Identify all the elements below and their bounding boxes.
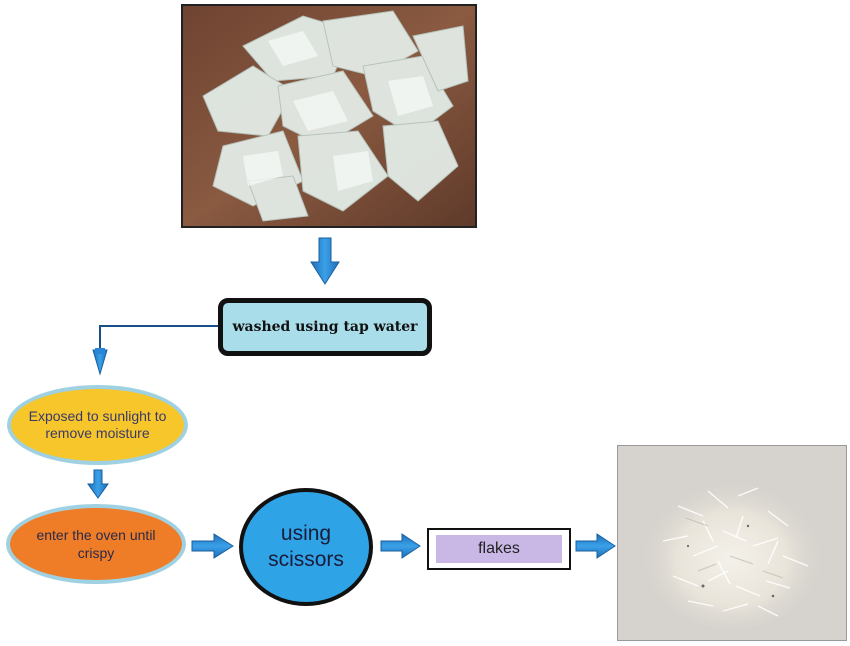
scissors-step-circle: using scissors (239, 488, 373, 606)
arrow-right-icon (191, 533, 234, 559)
plastic-flakes-photo (617, 445, 847, 641)
washed-step-label: washed using tap water (232, 319, 418, 335)
oven-step-label: enter the oven until crispy (36, 527, 156, 561)
arrow-down-icon (310, 237, 340, 285)
sunlight-step-label: Exposed to sunlight to remove moisture (28, 408, 167, 441)
sunlight-step-ellipse: Exposed to sunlight to remove moisture (7, 385, 188, 465)
washed-step-box: washed using tap water (218, 298, 432, 356)
flakes-step-inner: flakes (436, 535, 562, 563)
plastic-pieces-photo (181, 4, 477, 228)
flakes-step-box: flakes (427, 528, 571, 570)
arrow-right-icon (380, 533, 421, 559)
oven-step-ellipse: enter the oven until crispy (6, 504, 186, 584)
connector-line (92, 325, 218, 376)
flakes-step-label: flakes (478, 540, 520, 557)
arrow-right-icon (575, 533, 616, 559)
arrow-down-icon (87, 469, 109, 499)
scissors-step-label: using scissors (268, 522, 344, 571)
